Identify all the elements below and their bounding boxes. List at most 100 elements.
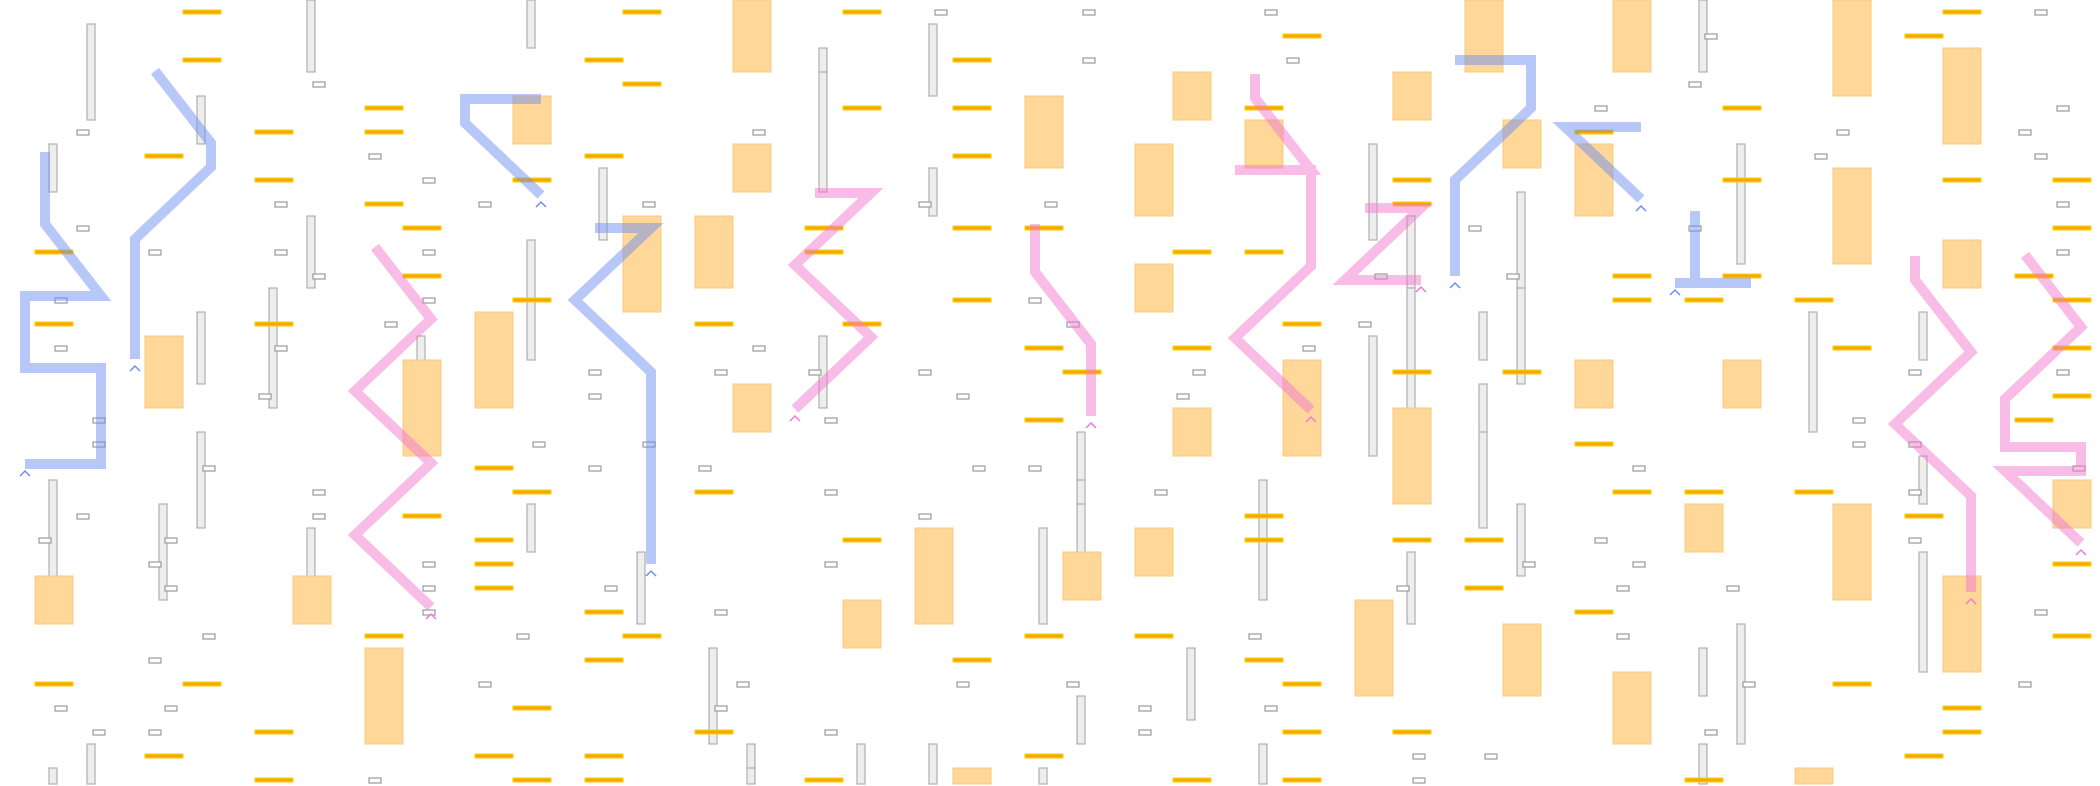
chevron-up-icon bbox=[1085, 421, 1097, 429]
marker-bar bbox=[1392, 177, 1432, 183]
track-line bbox=[598, 167, 608, 241]
marker-bar bbox=[1134, 633, 1174, 639]
marker-bar bbox=[1722, 105, 1762, 111]
marker-bar bbox=[1942, 9, 1982, 15]
region-block bbox=[1832, 0, 1872, 97]
marker-bar bbox=[694, 489, 734, 495]
marker-bar bbox=[364, 129, 404, 135]
marker-bar bbox=[2052, 225, 2092, 231]
tick-mark bbox=[1154, 489, 1168, 496]
tick-mark bbox=[1726, 585, 1740, 592]
tick-mark bbox=[478, 201, 492, 208]
marker-bar bbox=[1832, 345, 1872, 351]
tick-mark bbox=[2018, 129, 2032, 136]
tick-mark bbox=[532, 441, 546, 448]
tick-mark bbox=[1028, 297, 1042, 304]
tick-mark bbox=[164, 585, 178, 592]
tick-mark bbox=[54, 345, 68, 352]
marker-bar bbox=[1612, 297, 1652, 303]
marker-bar bbox=[474, 465, 514, 471]
tick-mark bbox=[1176, 393, 1190, 400]
connector-path bbox=[20, 152, 112, 469]
tick-mark bbox=[312, 81, 326, 88]
region-block bbox=[1684, 503, 1724, 553]
marker-bar bbox=[804, 777, 844, 783]
track-line bbox=[48, 479, 58, 577]
region-block bbox=[364, 647, 404, 745]
chevron-up-icon bbox=[1415, 285, 1427, 293]
marker-bar bbox=[1794, 297, 1834, 303]
tick-mark bbox=[1264, 705, 1278, 712]
tick-mark bbox=[148, 249, 162, 256]
tick-mark bbox=[92, 729, 106, 736]
tick-mark bbox=[1484, 753, 1498, 760]
marker-bar bbox=[364, 105, 404, 111]
chevron-up-icon bbox=[2075, 548, 2087, 556]
tick-mark bbox=[1814, 153, 1828, 160]
track-line bbox=[526, 503, 536, 553]
marker-bar bbox=[2052, 297, 2092, 303]
marker-bar bbox=[1392, 369, 1432, 375]
tick-mark bbox=[76, 513, 90, 520]
tick-mark bbox=[1836, 129, 1850, 136]
tick-mark bbox=[422, 297, 436, 304]
tick-mark bbox=[274, 249, 288, 256]
tick-mark bbox=[422, 249, 436, 256]
tick-mark bbox=[368, 153, 382, 160]
tick-mark bbox=[274, 345, 288, 352]
marker-bar bbox=[254, 729, 294, 735]
track-line bbox=[928, 167, 938, 217]
track-line bbox=[196, 431, 206, 529]
marker-bar bbox=[512, 297, 552, 303]
tick-mark bbox=[2056, 369, 2070, 376]
tick-mark bbox=[38, 537, 52, 544]
marker-bar bbox=[182, 57, 222, 63]
tick-mark bbox=[642, 201, 656, 208]
tick-mark bbox=[752, 129, 766, 136]
marker-bar bbox=[1574, 609, 1614, 615]
marker-bar bbox=[584, 609, 624, 615]
marker-bar bbox=[34, 681, 74, 687]
tick-mark bbox=[1412, 753, 1426, 760]
tick-mark bbox=[76, 225, 90, 232]
marker-bar bbox=[1684, 489, 1724, 495]
tick-mark bbox=[714, 369, 728, 376]
tick-mark bbox=[1704, 729, 1718, 736]
track-line bbox=[1698, 743, 1708, 785]
tick-mark bbox=[1852, 441, 1866, 448]
region-block bbox=[1574, 143, 1614, 217]
tick-mark bbox=[1632, 465, 1646, 472]
marker-bar bbox=[1574, 441, 1614, 447]
tick-mark bbox=[918, 513, 932, 520]
track-line bbox=[1736, 143, 1746, 265]
chevron-up-icon bbox=[1305, 415, 1317, 423]
marker-bar bbox=[254, 777, 294, 783]
marker-bar bbox=[144, 153, 184, 159]
connector-path bbox=[1887, 256, 1978, 592]
marker-bar bbox=[1904, 513, 1944, 519]
tick-mark bbox=[2056, 249, 2070, 256]
marker-bar bbox=[584, 153, 624, 159]
marker-bar bbox=[474, 585, 514, 591]
marker-bar bbox=[622, 81, 662, 87]
track-line bbox=[306, 527, 316, 577]
track-line bbox=[86, 23, 96, 121]
track-line bbox=[1516, 503, 1526, 577]
tick-mark bbox=[1908, 369, 1922, 376]
marker-bar bbox=[474, 753, 514, 759]
marker-bar bbox=[364, 201, 404, 207]
marker-bar bbox=[1942, 729, 1982, 735]
marker-bar bbox=[842, 537, 882, 543]
tick-mark bbox=[824, 561, 838, 568]
tick-mark bbox=[1908, 537, 1922, 544]
marker-bar bbox=[1282, 321, 1322, 327]
region-block bbox=[1832, 503, 1872, 601]
marker-bar bbox=[474, 537, 514, 543]
track-line bbox=[1918, 311, 1928, 361]
marker-bar bbox=[2052, 633, 2092, 639]
track-line bbox=[928, 743, 938, 785]
marker-bar bbox=[1722, 177, 1762, 183]
marker-bar bbox=[34, 321, 74, 327]
marker-bar bbox=[1612, 273, 1652, 279]
region-block bbox=[1134, 263, 1174, 313]
